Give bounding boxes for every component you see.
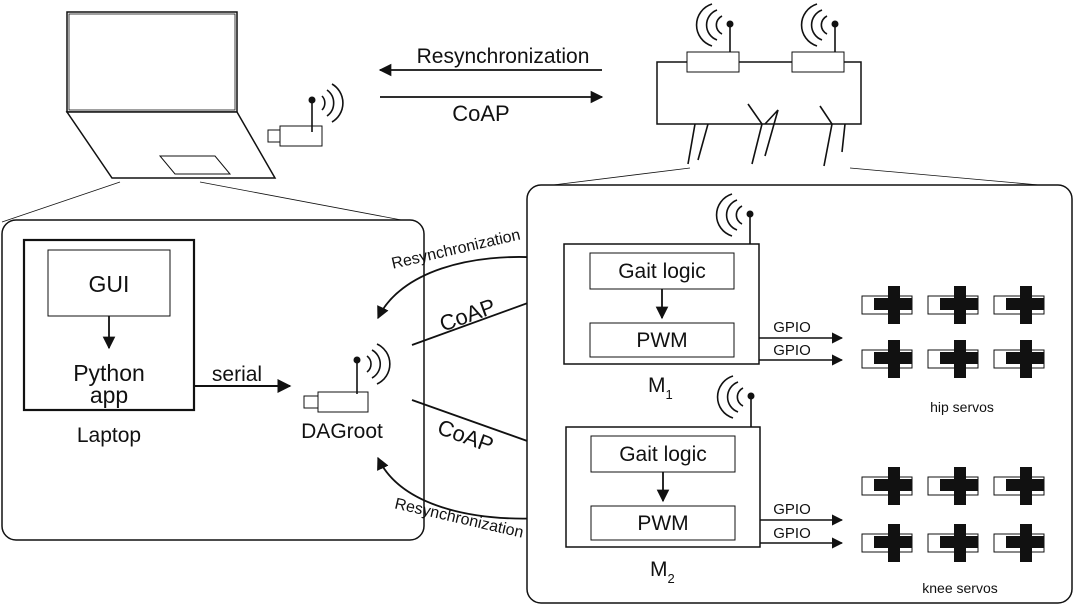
m1-gait-label: Gait logic <box>618 260 706 283</box>
m2-antenna-icon <box>716 375 755 427</box>
m1-gpio1-label: GPIO <box>773 319 811 336</box>
m2-label: M2 <box>650 558 675 586</box>
hip-servo-icon <box>927 286 979 324</box>
coap-lower-label: CoAP <box>434 414 497 457</box>
m1-gait-box <box>589 252 735 290</box>
hip-servo-icon <box>993 340 1045 378</box>
laptop-dongle-antenna-icon <box>308 83 344 132</box>
dagroot-dongle <box>303 391 369 413</box>
top-resync-label: Resynchronization <box>417 45 590 68</box>
knee-servo-icon <box>861 524 913 562</box>
robot-antenna-left-icon <box>695 3 734 52</box>
knee-servo-icon <box>993 467 1045 505</box>
hip-servo-group <box>861 286 1045 378</box>
laptop-label: Laptop <box>77 424 141 447</box>
dagroot-antenna-icon <box>353 343 391 394</box>
resync-lower-arrow <box>377 456 546 520</box>
knee-servo-icon <box>993 524 1045 562</box>
dagroot-label: DAGroot <box>301 420 383 443</box>
m2-gpio1-label: GPIO <box>773 501 811 518</box>
zoom-line-robot-left <box>544 167 691 187</box>
python-app-line1: Python <box>73 360 145 386</box>
hip-servo-icon <box>861 286 913 324</box>
hip-servos-label: hip servos <box>930 399 994 415</box>
m1-pwm-box <box>589 322 735 358</box>
m2-gpio2-label: GPIO <box>773 525 811 542</box>
hip-servo-icon <box>993 286 1045 324</box>
knee-servo-group <box>861 467 1045 562</box>
m2-pwm-box <box>590 505 736 541</box>
coap-upper-arrow <box>411 293 549 346</box>
m1-label: M1 <box>648 374 673 402</box>
coap-lower-arrow <box>411 399 549 451</box>
python-app-line2: app <box>90 382 128 408</box>
robot-illustration <box>656 51 862 167</box>
m2-pwm-label: PWM <box>637 512 688 535</box>
gui-label: GUI <box>89 271 130 297</box>
top-coap-label: CoAP <box>452 101 509 126</box>
resync-upper-arrow <box>377 256 546 320</box>
hip-servo-icon <box>861 340 913 378</box>
knee-servo-icon <box>927 467 979 505</box>
gui-box <box>47 249 171 317</box>
zoom-line-right <box>199 181 413 223</box>
knee-servos-label: knee servos <box>922 580 997 596</box>
zoom-line-robot-right <box>849 167 1051 187</box>
m1-antenna-icon <box>715 193 754 244</box>
m2-gait-label: Gait logic <box>619 443 707 466</box>
knee-servo-icon <box>927 524 979 562</box>
m1-gpio2-label: GPIO <box>773 342 811 359</box>
robot-antenna-right-icon <box>800 3 839 52</box>
m1-pwm-label: PWM <box>636 329 687 352</box>
coap-upper-label: CoAP <box>436 293 499 336</box>
hip-servo-icon <box>927 340 979 378</box>
zoom-line-left <box>1 181 121 223</box>
serial-label: serial <box>212 363 262 386</box>
knee-servo-icon <box>861 467 913 505</box>
laptop-illustration <box>65 11 323 179</box>
